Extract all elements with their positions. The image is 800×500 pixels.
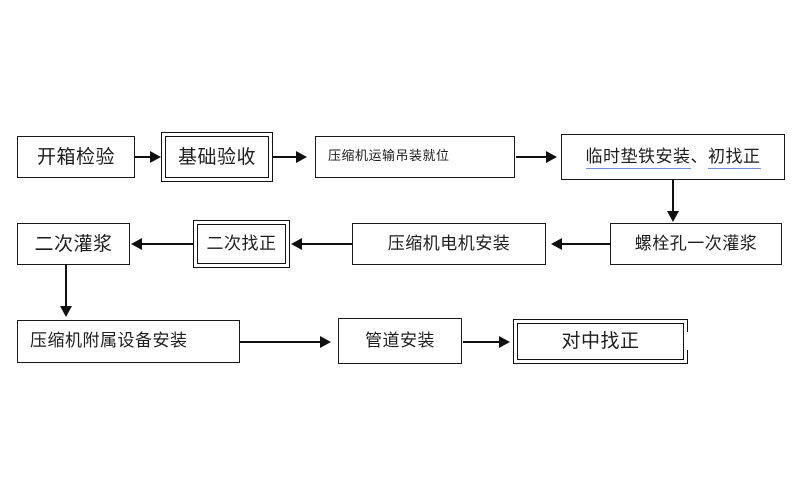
- flow-node-linshidiantie-chuzhaozheng[interactable]: 临时垫铁安装、初找正: [561, 134, 785, 180]
- flow-node-inner-frame: 二次找正: [197, 224, 286, 264]
- connector-n10-n11-line: [463, 341, 501, 343]
- connector-n6-n7-line: [302, 243, 353, 245]
- connector-n10-n11-arrowhead: [499, 336, 510, 348]
- flow-node-label: 压缩机附属设备安装: [30, 331, 188, 352]
- connector-n1-n2-line: [135, 156, 153, 158]
- connector-n1-n2-arrowhead: [150, 151, 161, 163]
- flow-node-label: 基础验收: [177, 145, 256, 168]
- connector-n8-n9-arrowhead: [60, 306, 72, 317]
- flow-node-luoshuankong-yicighuanjiang[interactable]: 螺栓孔一次灌浆: [610, 223, 782, 265]
- flow-node-fushushebei-anzhuang[interactable]: 压缩机附属设备安装: [17, 320, 240, 363]
- flow-node-erci-zhaozheng[interactable]: 二次找正: [193, 220, 290, 268]
- connector-n8-n9-line: [65, 265, 67, 309]
- connector-n4-n5-line: [672, 180, 674, 214]
- border-artifact: [684, 332, 688, 350]
- flow-node-label-rich: 临时垫铁安装、初找正: [585, 146, 761, 169]
- link-run-1[interactable]: 临时垫铁安装: [585, 146, 691, 169]
- flow-node-inner-frame: 对中找正: [517, 323, 684, 360]
- flow-node-kaixiangjianyan[interactable]: 开箱检验: [17, 136, 135, 178]
- separator-run: 、: [690, 146, 708, 167]
- connector-n3-n4-arrowhead: [546, 151, 557, 163]
- connector-n2-n3-line: [273, 156, 298, 158]
- link-run-2[interactable]: 初找正: [708, 146, 761, 169]
- connector-n5-n6-arrowhead: [551, 238, 562, 250]
- flow-node-erci-guanjiang[interactable]: 二次灌浆: [17, 223, 130, 265]
- flow-node-inner-frame: 基础验收: [165, 136, 269, 178]
- flow-node-label: 螺栓孔一次灌浆: [634, 233, 758, 254]
- flow-node-yasuojidianji-anzhuang[interactable]: 压缩机电机安装: [352, 223, 546, 265]
- connector-n6-n7-arrowhead: [291, 238, 302, 250]
- flow-node-yunshudiaozhuangjiuwei[interactable]: 压缩机运输吊装就位: [315, 136, 515, 178]
- flow-node-label: 压缩机运输吊装就位: [328, 148, 450, 164]
- connector-n5-n6-line: [562, 243, 611, 245]
- flow-node-jichuyanshou[interactable]: 基础验收: [161, 132, 273, 182]
- flow-node-guandao-anzhuang[interactable]: 管道安装: [338, 318, 462, 364]
- connector-n9-n10-arrowhead: [320, 336, 331, 348]
- connector-n4-n5-arrowhead: [667, 211, 679, 222]
- flow-node-label: 二次灌浆: [34, 232, 113, 255]
- connector-n7-n8-line: [142, 243, 193, 245]
- flow-node-label: 压缩机电机安装: [387, 233, 511, 254]
- flow-node-duizhong-zhaozheng[interactable]: 对中找正: [513, 319, 688, 364]
- flow-node-label: 开箱检验: [36, 145, 115, 168]
- flow-node-label: 二次找正: [206, 233, 277, 254]
- flow-node-label: 管道安装: [365, 330, 435, 351]
- connector-n7-n8-arrowhead: [131, 238, 142, 250]
- flow-node-label: 对中找正: [561, 330, 640, 353]
- connector-n2-n3-arrowhead: [296, 151, 307, 163]
- connector-n3-n4-line: [516, 156, 548, 158]
- connector-n9-n10-line: [240, 341, 322, 343]
